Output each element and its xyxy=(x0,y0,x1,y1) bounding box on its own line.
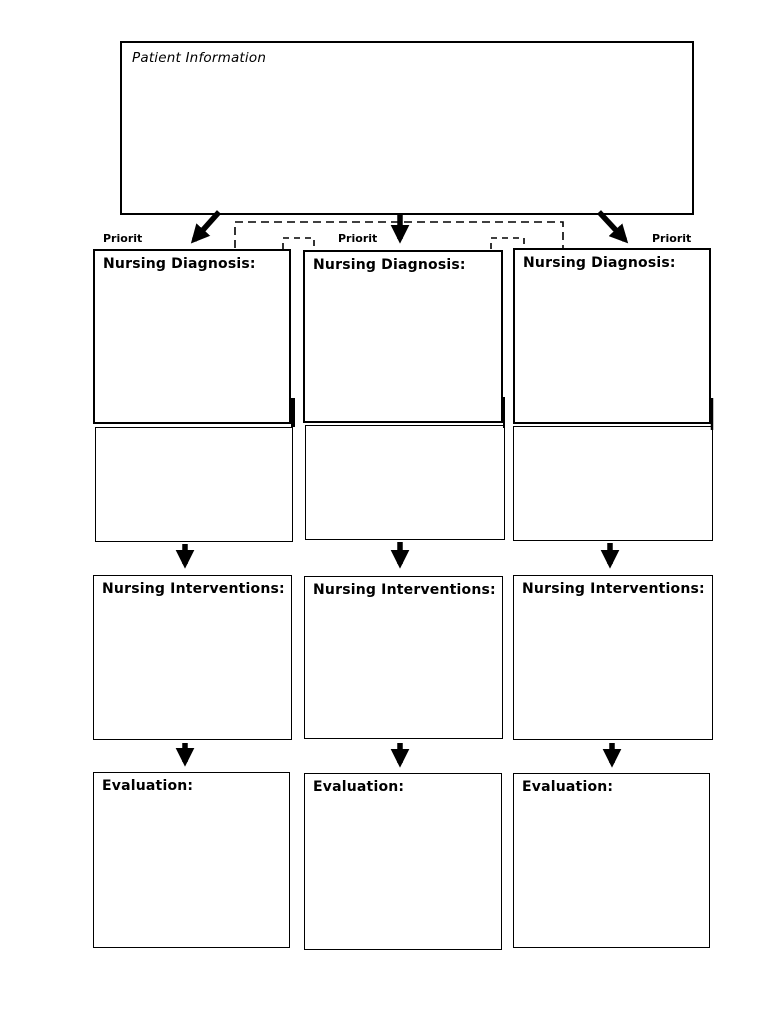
nursing-interventions-box-3[interactable]: Nursing Interventions: xyxy=(513,575,713,740)
supporting-data-box-3[interactable] xyxy=(513,426,713,541)
nursing-diagnosis-label-3: Nursing Diagnosis: xyxy=(523,255,676,271)
nursing-interventions-box-1[interactable]: Nursing Interventions: xyxy=(93,575,292,740)
dashed-bracket-large xyxy=(234,221,564,248)
evaluation-label-3: Evaluation: xyxy=(522,779,614,795)
evaluation-label-1: Evaluation: xyxy=(102,778,194,794)
priority-label-2: Priorit xyxy=(338,232,378,245)
nursing-interventions-label-1: Nursing Interventions: xyxy=(102,581,285,597)
nursing-diagnosis-label-2: Nursing Diagnosis: xyxy=(313,257,466,273)
priority-label-1: Priorit xyxy=(103,232,143,245)
nursing-interventions-box-2[interactable]: Nursing Interventions: xyxy=(304,576,503,739)
patient-information-box[interactable]: Patient Information xyxy=(120,41,694,215)
nursing-diagnosis-label-1: Nursing Diagnosis: xyxy=(103,256,256,272)
nursing-interventions-label-3: Nursing Interventions: xyxy=(522,581,705,597)
supporting-data-box-1[interactable] xyxy=(95,427,293,542)
arrow-patient-to-diagnosis-3 xyxy=(596,210,629,244)
evaluation-box-2[interactable]: Evaluation: xyxy=(304,773,502,950)
nursing-interventions-label-2: Nursing Interventions: xyxy=(313,582,496,598)
dashed-bracket-small-left xyxy=(282,237,315,249)
priority-label-3: Priorit xyxy=(652,232,692,245)
supporting-data-box-2[interactable] xyxy=(305,425,505,540)
nursing-diagnosis-box-2[interactable]: Nursing Diagnosis: xyxy=(303,250,503,423)
evaluation-label-2: Evaluation: xyxy=(313,779,405,795)
evaluation-box-1[interactable]: Evaluation: xyxy=(93,772,290,948)
patient-information-label: Patient Information xyxy=(132,50,267,66)
arrow-patient-to-diagnosis-1 xyxy=(190,210,222,244)
nursing-diagnosis-box-3[interactable]: Nursing Diagnosis: xyxy=(513,248,711,424)
evaluation-box-3[interactable]: Evaluation: xyxy=(513,773,710,948)
nursing-diagnosis-box-1[interactable]: Nursing Diagnosis: xyxy=(93,249,291,424)
